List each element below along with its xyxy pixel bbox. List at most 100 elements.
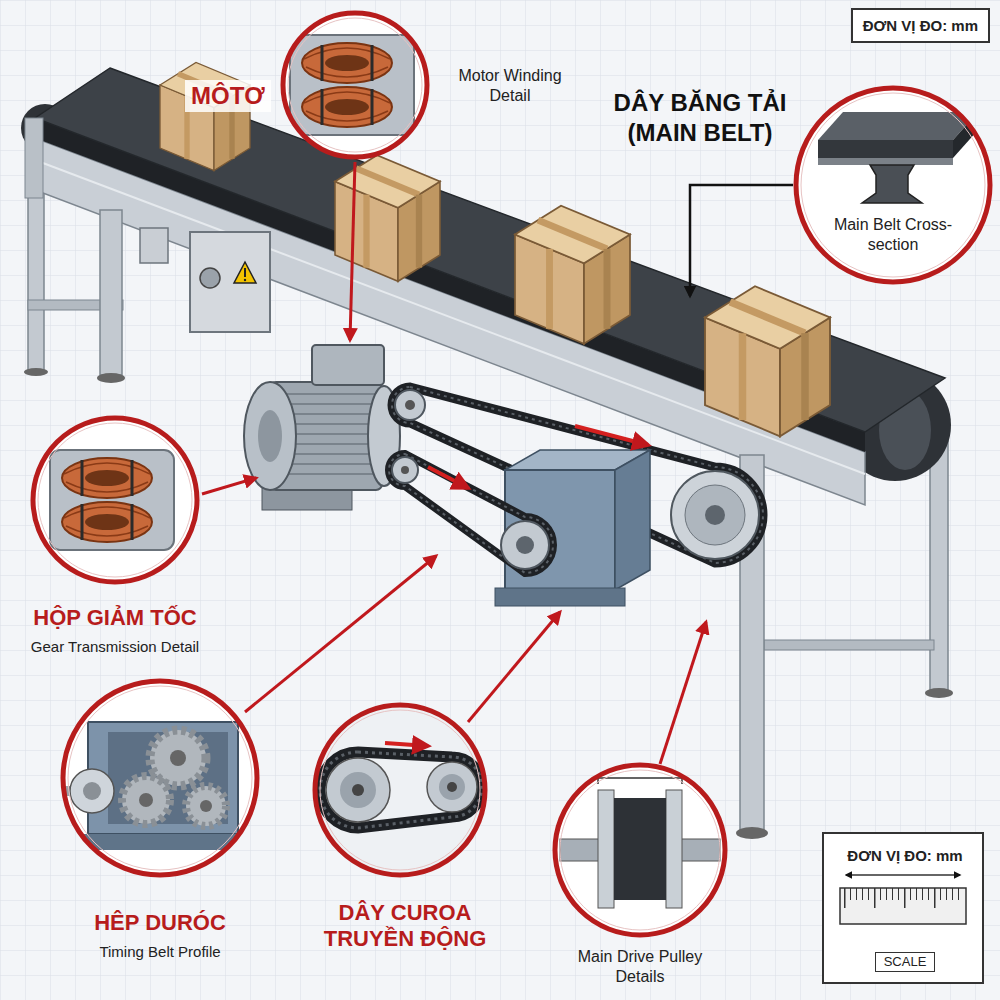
cardboard-boxes xyxy=(515,206,630,344)
direction-arrow xyxy=(575,426,648,445)
pulleys xyxy=(401,466,409,474)
control-box xyxy=(234,262,256,283)
circle-outline xyxy=(801,93,985,277)
scale-ruler xyxy=(844,888,964,900)
pulleys xyxy=(685,485,745,545)
pulleys xyxy=(405,400,415,410)
circle-outline xyxy=(312,702,488,878)
drive-belt xyxy=(389,454,553,573)
scale-ruler xyxy=(840,888,966,924)
control-box xyxy=(244,268,246,277)
circle-outline xyxy=(288,18,422,152)
gearbox xyxy=(615,450,650,590)
detail-inset xyxy=(283,13,427,157)
detail-inset xyxy=(818,112,978,203)
caption-text: Motor Winding Detail xyxy=(445,66,575,106)
circle-outline xyxy=(560,770,720,930)
detail-inset xyxy=(666,790,682,908)
motor xyxy=(244,345,400,510)
gearbox xyxy=(495,450,650,606)
gearbox xyxy=(495,588,625,606)
conveyor-frame xyxy=(764,640,934,650)
leader-arrow xyxy=(245,556,436,712)
circle-outline xyxy=(68,686,252,870)
conveyor-frame xyxy=(925,688,953,698)
pulleys xyxy=(392,390,759,569)
leader-arrow xyxy=(350,162,355,340)
circle-outline xyxy=(283,13,427,157)
detail-inset xyxy=(290,35,414,135)
detail-inset xyxy=(818,158,953,165)
circle-outline xyxy=(552,762,728,938)
pulleys xyxy=(501,521,549,569)
motor xyxy=(312,345,384,385)
detail-inset xyxy=(315,705,485,875)
circle-outline xyxy=(30,415,200,585)
pulleys xyxy=(395,390,425,420)
circle-outline xyxy=(320,710,480,870)
detail-inset xyxy=(60,722,245,850)
conveyor-frame xyxy=(100,210,122,375)
circle-outline xyxy=(60,678,260,878)
control-box xyxy=(140,228,168,263)
detail-circle: Main Drive Pulley Details xyxy=(552,762,728,938)
conveyor-frame xyxy=(736,827,768,839)
detail-inset xyxy=(320,752,482,828)
circle-outline xyxy=(315,705,485,875)
detail-inset xyxy=(83,782,101,800)
detail-inset xyxy=(598,790,614,908)
circle-outline xyxy=(555,765,725,935)
pulleys xyxy=(705,505,725,525)
detail-inset xyxy=(315,705,485,875)
detail-inset xyxy=(598,772,682,784)
detail-circle: HÊP DURÓCTiming Belt Profile xyxy=(60,678,260,878)
detail-circle: HỘP GIẢM TỐCGear Transmission Detail xyxy=(30,415,200,585)
leader-arrow xyxy=(468,612,560,722)
leader-arrow xyxy=(690,185,793,296)
detail-inset xyxy=(385,743,428,746)
pulleys xyxy=(671,471,759,559)
drive-belt xyxy=(389,454,553,573)
detail-inset xyxy=(122,776,170,824)
part-label: DÂY BĂNG TẢI (MAIN BELT) xyxy=(600,88,800,148)
detail-inset xyxy=(33,418,197,582)
unit-box: ĐƠN VỊ ĐO: mm xyxy=(851,8,990,43)
control-box xyxy=(140,228,270,332)
part-title: HÊP DURÓC xyxy=(50,910,270,936)
caption-text: Timing Belt Profile xyxy=(50,942,270,961)
detail-inset xyxy=(796,88,990,282)
detail-inset xyxy=(200,800,212,812)
part-label: MÔTƠ xyxy=(185,80,271,112)
detail-inset xyxy=(139,793,153,807)
circle-outline xyxy=(63,681,257,875)
leader-arrow xyxy=(660,622,706,764)
detail-inset xyxy=(352,784,364,796)
drive-belt xyxy=(389,454,553,573)
detail-inset xyxy=(170,750,186,766)
cardboard-boxes xyxy=(705,286,830,436)
detail-circle: DÂY CUROA TRUYỀN ĐỘNG xyxy=(312,702,488,878)
detail-inset xyxy=(340,772,376,808)
part-title: DÂY CUROA TRUYỀN ĐỘNG xyxy=(310,900,500,952)
caption-text: Main Belt Cross-section xyxy=(833,215,953,255)
detail-inset xyxy=(326,758,390,822)
caption-text: Gear Transmission Detail xyxy=(15,637,215,656)
cardboard-boxes xyxy=(160,63,830,437)
detail-inset xyxy=(63,681,257,875)
detail-inset xyxy=(186,786,226,826)
detail-inset xyxy=(818,140,953,158)
detail-inset xyxy=(862,165,922,203)
scale-label: SCALE xyxy=(875,952,936,972)
detail-inset xyxy=(614,798,666,900)
conveyor-frame xyxy=(24,368,48,376)
motor xyxy=(258,410,282,462)
circle-outline xyxy=(796,88,990,282)
detail-circle: Motor Winding Detail xyxy=(280,10,430,160)
circle-outline xyxy=(38,423,192,577)
part-title: HỘP GIẢM TỐC xyxy=(15,605,215,631)
control-box xyxy=(244,279,246,281)
detail-inset xyxy=(439,774,465,800)
detail-inset xyxy=(447,782,457,792)
